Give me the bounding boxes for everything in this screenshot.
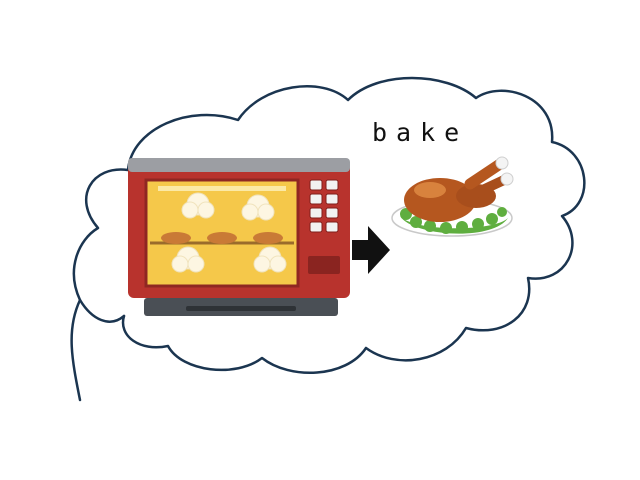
roast-chicken-icon — [391, 156, 514, 237]
arrow-right-icon — [352, 226, 390, 274]
caption-word: bake — [372, 118, 469, 147]
thought-bubble-icon — [70, 76, 586, 402]
oven-icon — [128, 158, 350, 316]
